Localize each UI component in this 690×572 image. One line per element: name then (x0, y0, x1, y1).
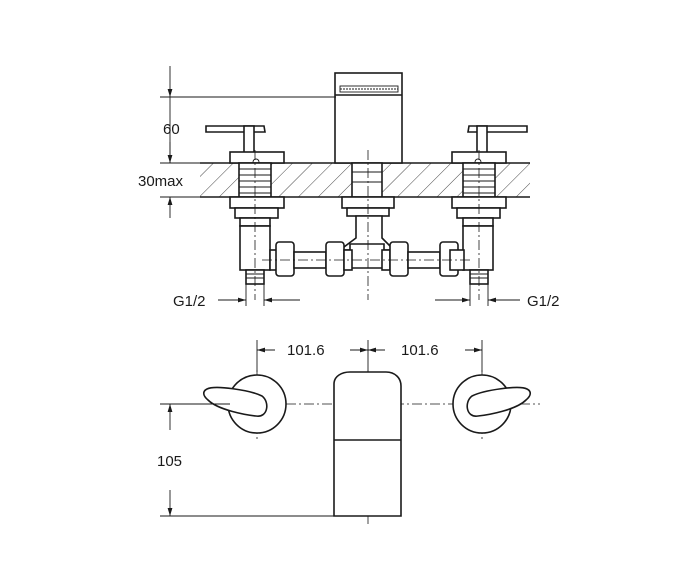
spout-plan (333, 371, 402, 517)
connector-pipes (269, 241, 465, 277)
spout (334, 72, 403, 164)
right-handle-plan (452, 374, 532, 434)
depth-dimension: 105 (157, 403, 334, 517)
height-label: 60 (163, 121, 180, 138)
left-thread-label: G1/2 (173, 293, 206, 310)
right-thread-label: G1/2 (527, 293, 560, 310)
front-elevation-view: 60 30max G1/2 G1/2 (138, 66, 560, 310)
depth-label: 105 (157, 453, 182, 470)
spacing-dimensions: 101.6 101.6 (256, 340, 483, 372)
right-handle (451, 125, 528, 166)
spacing-right-label: 101.6 (401, 342, 439, 359)
thread-dimensions: G1/2 G1/2 (173, 284, 560, 310)
spacing-left-label: 101.6 (287, 342, 325, 359)
deck-thickness-label: 30max (138, 173, 184, 190)
left-handle-plan (202, 374, 287, 434)
left-handle (205, 125, 285, 166)
plan-view: 101.6 101.6 105 (157, 340, 540, 525)
height-dimension: 60 30max (138, 66, 336, 218)
